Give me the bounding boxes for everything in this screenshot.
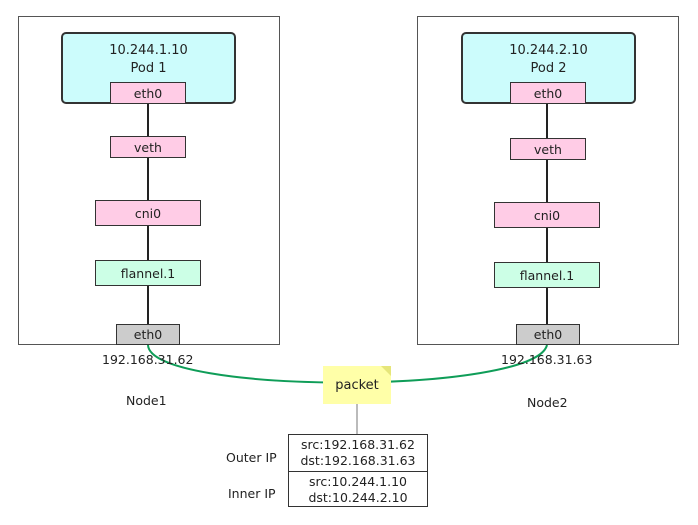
node1-name: Node1 <box>126 393 167 408</box>
node1-pod-eth0[interactable]: eth0 <box>110 82 186 104</box>
node2-pod-eth0[interactable]: eth0 <box>510 82 586 104</box>
packet-note[interactable]: packet <box>323 366 391 404</box>
node1-flannel[interactable]: flannel.1 <box>95 260 201 286</box>
node2-cni0[interactable]: cni0 <box>494 202 600 228</box>
node1-pod-ip: 10.244.1.10 <box>109 43 188 58</box>
node2-link-eth0-veth <box>546 104 548 138</box>
packet-label: packet <box>335 377 379 393</box>
node2-flannel[interactable]: flannel.1 <box>494 262 600 288</box>
inner-src: src:10.244.1.10 <box>308 474 407 489</box>
node1-veth[interactable]: veth <box>110 136 186 158</box>
node2-host-eth0[interactable]: eth0 <box>516 324 580 345</box>
node2-pod-name: Pod 2 <box>530 61 567 76</box>
node2-pod-ip: 10.244.2.10 <box>509 43 588 58</box>
outer-ip-label: Outer IP <box>226 450 277 465</box>
node1-host-ip: 192.168.31.62 <box>102 352 194 367</box>
node1-cni0[interactable]: cni0 <box>95 200 201 226</box>
encapsulation-header: src:192.168.31.62 dst:192.168.31.63 src:… <box>288 434 428 507</box>
outer-src: src:192.168.31.62 <box>301 437 415 452</box>
node1-link-cni0-flannel <box>147 226 149 260</box>
node1-link-eth0-veth <box>147 104 149 136</box>
outer-dst: dst:192.168.31.63 <box>300 453 416 468</box>
node2-link-cni0-flannel <box>546 228 548 262</box>
node1-pod-name: Pod 1 <box>130 61 167 76</box>
node1-link-flannel-eth0 <box>147 286 149 324</box>
node1-host-eth0[interactable]: eth0 <box>116 324 180 345</box>
packet-note-fold <box>381 366 391 376</box>
header-divider <box>289 471 427 472</box>
node2-host-ip: 192.168.31.63 <box>501 352 593 367</box>
node2-veth[interactable]: veth <box>510 138 586 160</box>
node2-link-flannel-eth0 <box>546 288 548 324</box>
node1-link-veth-cni0 <box>147 158 149 200</box>
node2-name: Node2 <box>527 395 568 410</box>
inner-dst: dst:10.244.2.10 <box>308 490 408 505</box>
inner-ip-label: Inner IP <box>228 486 276 501</box>
node2-link-veth-cni0 <box>546 160 548 202</box>
